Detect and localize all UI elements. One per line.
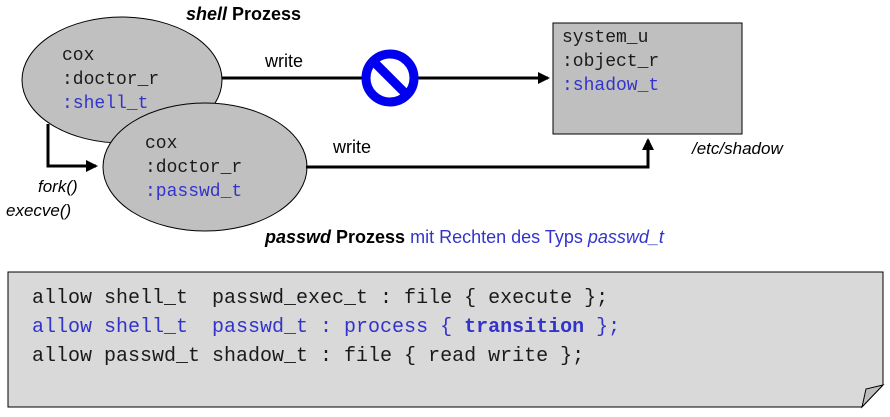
policy-rule-execute: allow shell_t passwd_exec_t : file { exe… (32, 287, 609, 310)
shadow-type: :shadow_t (562, 76, 659, 96)
forbidden-icon (361, 49, 419, 107)
policy-rule-transition: allow shell_t passwd_t : process { trans… (32, 316, 621, 339)
write-arrow-allowed (306, 138, 654, 169)
shell-role: :doctor_r (62, 70, 159, 90)
policy-rules: allow shell_t passwd_exec_t : file { exe… (32, 284, 620, 371)
shell-process-title: shell Prozess (186, 4, 301, 24)
shadow-file-box (552, 22, 743, 135)
shell-user: cox (62, 46, 94, 66)
fork-arrow (46, 124, 98, 172)
policy-rule-read-write: allow passwd_t shadow_t : file { read wr… (32, 345, 585, 368)
shadow-role: :object_r (562, 52, 659, 72)
shadow-user: system_u (562, 28, 648, 48)
policy-box-fold (861, 384, 885, 409)
passwd-user: cox (145, 134, 177, 154)
passwd-type: :passwd_t (145, 182, 242, 202)
shadow-file-caption: /etc/shadow (691, 139, 784, 158)
shell-type: :shell_t (62, 94, 148, 114)
passwd-role: :doctor_r (145, 158, 242, 178)
execve-label: execve() (6, 201, 71, 220)
write-label-bottom: write (332, 137, 371, 157)
write-label-top: write (264, 51, 303, 71)
fork-label: fork() (38, 177, 78, 196)
passwd-process-title: passwd Prozess mit Rechten des Typs pass… (264, 227, 665, 247)
